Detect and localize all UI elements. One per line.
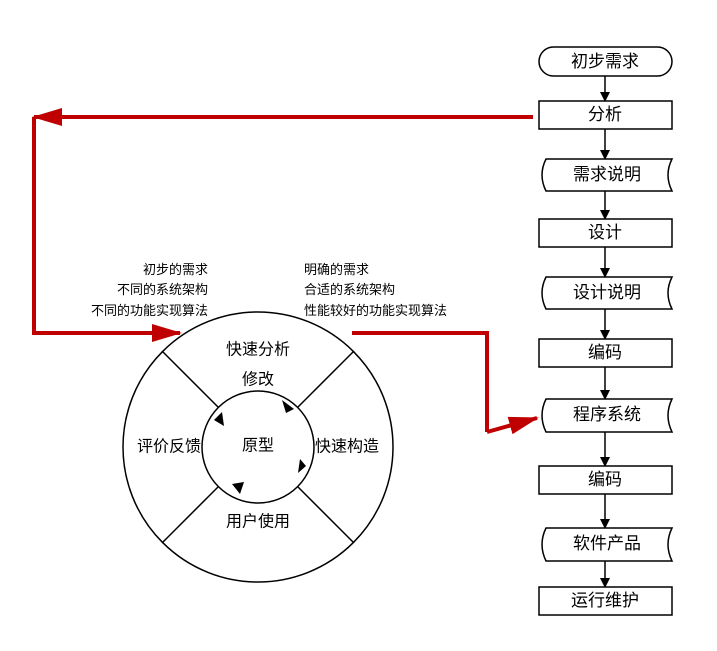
flow-step-label: 需求说明 (573, 165, 641, 185)
wheel-spoke (297, 350, 355, 408)
input-note-line3: 不同的功能实现算法 (91, 303, 208, 319)
process-shape (538, 338, 673, 368)
output-note-line2: 合适的系统架构 (304, 282, 395, 298)
flow-step-analysis: 分析 (538, 100, 673, 130)
cycle-arrowhead (282, 400, 294, 413)
wheel-spoke (161, 350, 219, 408)
flow-step-coding-1: 编码 (538, 338, 673, 368)
flow-step-program-system: 程序系统 (541, 398, 674, 433)
flow-step-label: 设计说明 (573, 283, 641, 303)
wheel-top-label-line1: 快速分析 (226, 340, 290, 359)
flow-step-label: 编码 (588, 343, 622, 363)
cycle-arrowhead (298, 459, 306, 473)
cycle-arrowhead (214, 412, 224, 426)
stored-data-shape (541, 276, 674, 310)
flow-step-label: 软件产品 (573, 534, 641, 554)
output-note-line3: 性能较好的功能实现算法 (304, 303, 447, 319)
flow-step-label: 初步需求 (571, 52, 639, 72)
flow-step-label: 程序系统 (573, 405, 641, 425)
left-to-wheel-arrow (32, 117, 182, 342)
process-shape (538, 100, 673, 130)
output-notes: 明确的需求 合适的系统架构 性能较好的功能实现算法 (304, 262, 447, 319)
flow-step-software-product: 软件产品 (541, 527, 674, 562)
flow-step-design-spec: 设计说明 (541, 276, 674, 310)
wheel-spoke (161, 486, 219, 544)
stored-data-shape (541, 398, 674, 433)
input-note-line1: 初步的需求 (143, 262, 208, 278)
cycle-arrowhead (232, 482, 244, 494)
feedback-arrows (32, 108, 539, 435)
process-shape (538, 465, 673, 495)
flow-step-label: 编码 (588, 470, 622, 490)
wheel-to-program-arrow (352, 331, 489, 432)
flow-step-label: 设计 (588, 223, 622, 243)
wheel-top-label-line2: 修改 (242, 370, 274, 389)
prototype-wheel: 原型 快速分析 修改 快速构造 用户使用 评价反馈 (122, 311, 394, 583)
input-note-line2: 不同的系统架构 (117, 282, 208, 298)
input-notes: 初步的需求 不同的系统架构 不同的功能实现算法 (91, 262, 208, 319)
flow-step-requirements-initial: 初步需求 (538, 46, 673, 77)
flow-step-label: 分析 (588, 105, 622, 125)
flowchart: 初步需求 分析 需求说明 设计 设计说明 编码 程序 (538, 46, 674, 616)
flow-step-operation-maintenance: 运行维护 (538, 586, 673, 616)
wheel-bottom-label: 用户使用 (226, 512, 290, 531)
flow-step-design: 设计 (538, 218, 673, 248)
wheel-spoke (297, 486, 355, 544)
flow-step-label: 运行维护 (571, 591, 639, 611)
stored-data-shape (541, 158, 674, 192)
wheel-inner-circle (201, 390, 315, 504)
output-note-line1: 明确的需求 (304, 262, 369, 278)
terminator-shape (538, 46, 673, 77)
process-shape (538, 218, 673, 248)
stored-data-shape (541, 527, 674, 562)
flow-step-requirements-spec: 需求说明 (541, 158, 674, 192)
wheel-right-label: 快速构造 (315, 437, 379, 456)
wheel-to-program-arrow-head (486, 416, 539, 435)
flow-step-coding-2: 编码 (538, 465, 673, 495)
wheel-center-label: 原型 (242, 436, 274, 455)
wheel-left-label: 评价反馈 (137, 437, 201, 456)
process-shape (538, 586, 673, 616)
